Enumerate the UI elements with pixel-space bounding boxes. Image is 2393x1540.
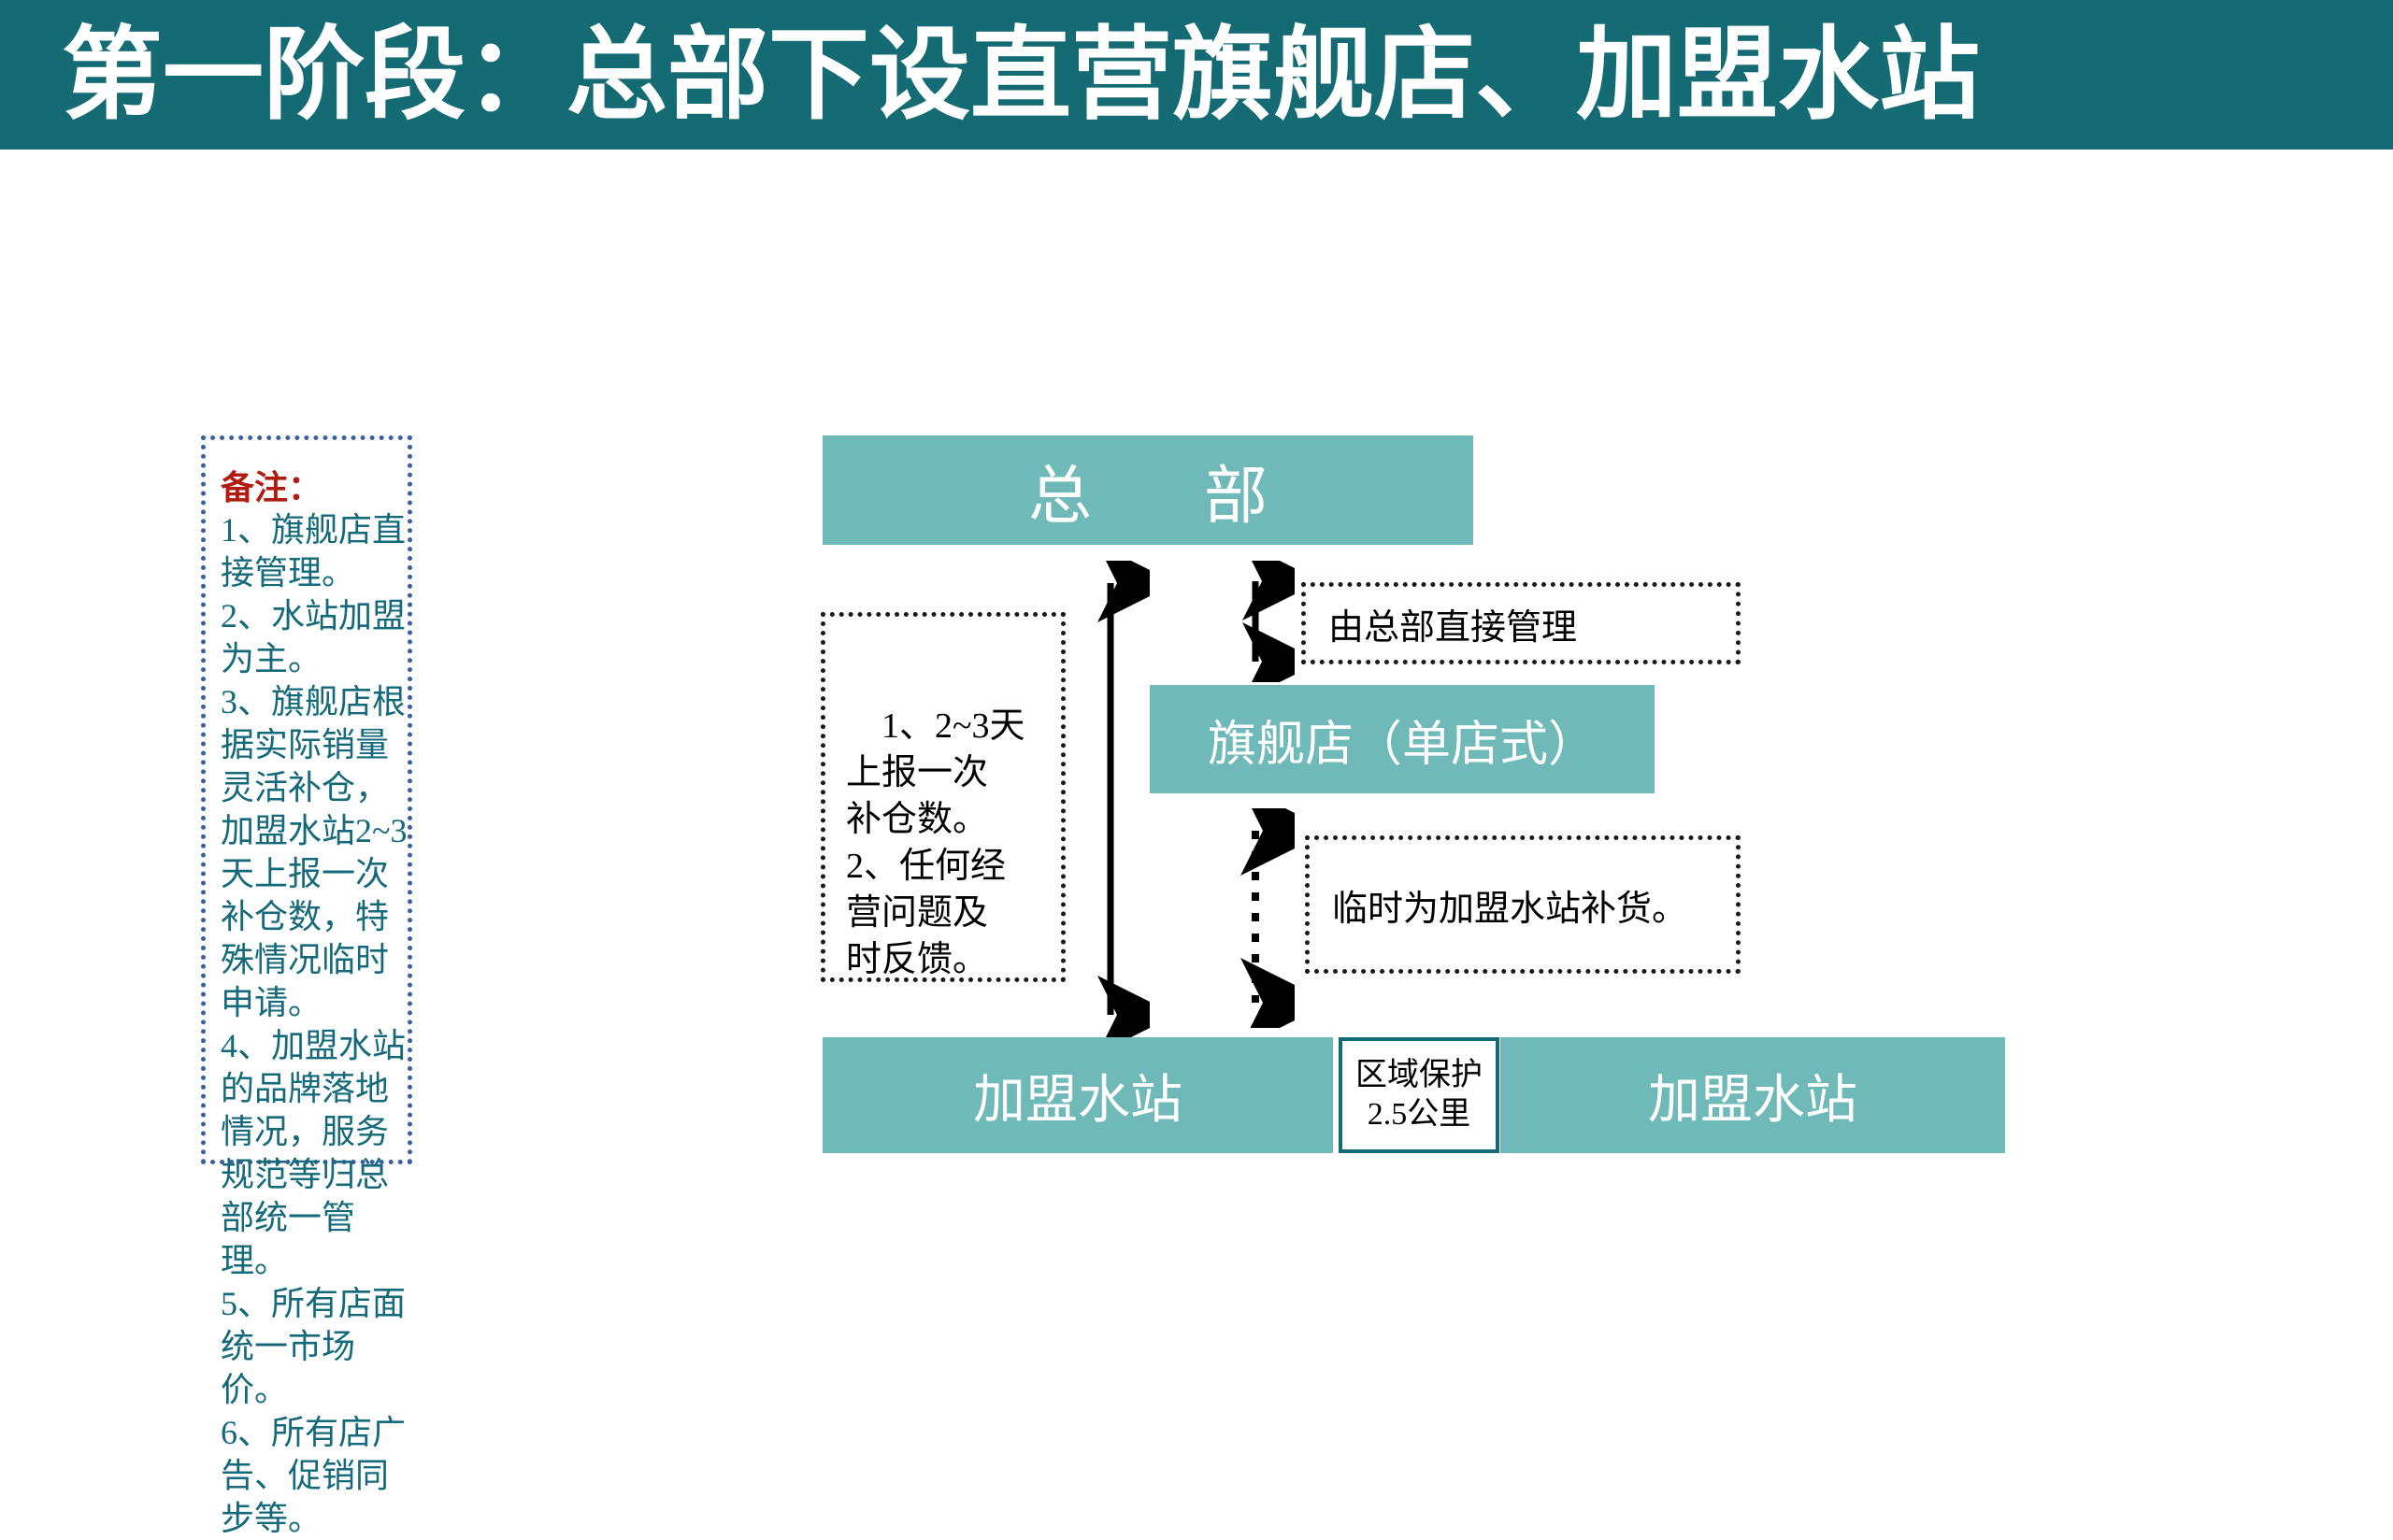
notes-heading: 备注： <box>221 469 322 506</box>
flagship-store-box[interactable]: 旗舰店（单店式） <box>1150 685 1655 793</box>
temp-supply-note-text: 临时为加盟水站补货。 <box>1332 889 1688 929</box>
direct-manage-note-text: 由总部直接管理 <box>1328 607 1578 648</box>
hq-box-label: 总 部 <box>1027 461 1292 532</box>
slide-title-bar: 第一阶段：总部下设直营旗舰店、加盟水站 <box>0 0 2393 150</box>
flagship-to-station-arrow <box>1240 808 1295 1028</box>
hq-box[interactable]: 总 部 <box>823 435 1473 545</box>
report-note-box: 1、2~3天 上报一次 补仓数。 2、任何经 营问题及 时反馈。 <box>821 612 1066 982</box>
notes-panel <box>201 435 412 1164</box>
page-title: 第一阶段：总部下设直营旗舰店、加盟水站 <box>62 18 1981 131</box>
hq-to-station-arrow <box>1097 561 1150 1037</box>
report-note-text: 1、2~3天 上报一次 补仓数。 2、任何经 营问题及 时反馈。 <box>846 706 1025 979</box>
region-protection-box: 区域保护 2.5公里 <box>1339 1037 1499 1153</box>
hq-to-flagship-arrow <box>1242 561 1295 682</box>
region-protection-line2: 2.5公里 <box>1367 1097 1471 1132</box>
direct-manage-note-box: 由总部直接管理 <box>1301 582 1741 664</box>
franchise-station-left-label: 加盟水站 <box>973 1071 1182 1130</box>
franchise-station-left-box[interactable]: 加盟水站 <box>823 1037 1333 1153</box>
temp-supply-note-box: 临时为加盟水站补货。 <box>1305 835 1741 974</box>
franchise-station-right-label: 加盟水站 <box>1648 1071 1857 1130</box>
franchise-station-right-box[interactable]: 加盟水站 <box>1500 1037 2005 1153</box>
org-flow-diagram: 总 部 1、2~3天 上报一次 补仓数。 2、任何经 营问题及 时反馈。 由总部… <box>821 435 2005 1153</box>
flagship-store-label: 旗舰店（单店式） <box>1207 718 1597 772</box>
region-protection-line1: 区域保护 <box>1355 1058 1483 1092</box>
